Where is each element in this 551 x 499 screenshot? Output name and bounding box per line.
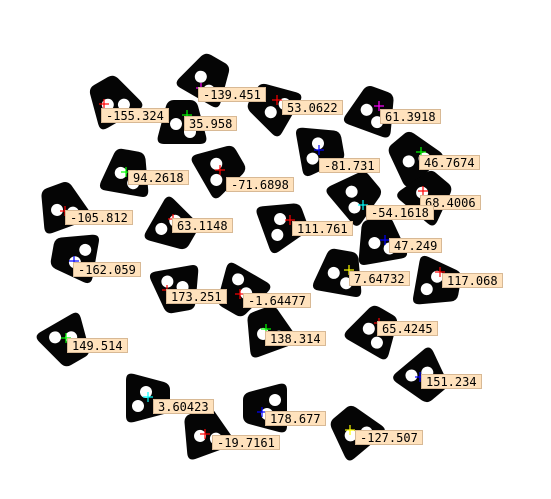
detected-part [41, 182, 92, 234]
angle-label: 117.068 [442, 273, 503, 288]
angle-label: 3.60423 [153, 399, 214, 414]
detected-part [413, 255, 462, 305]
angle-label: -1.64477 [243, 293, 311, 308]
center-crosshair-icon [143, 392, 153, 402]
part-hole [117, 98, 130, 111]
center-crosshair-icon [435, 267, 445, 277]
center-crosshair-icon [380, 235, 390, 245]
center-crosshair-icon [345, 425, 355, 435]
angle-label: 138.314 [265, 331, 326, 346]
angle-label: 65.4245 [377, 321, 438, 336]
angle-label: -155.324 [101, 108, 169, 123]
part-hole [306, 152, 319, 165]
center-markers-layer [60, 83, 445, 439]
center-crosshair-icon [285, 215, 295, 225]
part-hole [170, 118, 182, 130]
part-hole [51, 203, 64, 216]
angle-label: 35.958 [184, 116, 238, 131]
angle-label: -71.6898 [226, 177, 294, 192]
part-hole [402, 155, 415, 168]
detected-part [191, 145, 246, 199]
part-hole [327, 266, 340, 279]
angle-label: -127.507 [355, 430, 423, 445]
part-hole [194, 70, 207, 83]
angle-label: -81.731 [319, 158, 380, 173]
center-crosshair-icon [99, 99, 109, 109]
detected-part [344, 305, 398, 360]
angle-label: 47.249 [389, 238, 443, 253]
angle-label: -105.812 [65, 210, 133, 225]
center-crosshair-icon [314, 145, 324, 155]
part-body [388, 131, 443, 187]
part-hole [101, 98, 114, 111]
part-hole [274, 213, 287, 226]
part-hole [210, 157, 223, 170]
part-hole [114, 166, 127, 179]
angle-label: -162.059 [73, 262, 141, 277]
angle-label: 94.2618 [128, 170, 189, 185]
detected-part [256, 203, 308, 254]
part-hole [161, 275, 174, 288]
angle-label: 53.0622 [282, 100, 343, 115]
angle-label: 68.4006 [420, 195, 481, 210]
part-hole [269, 394, 281, 406]
part-hole [348, 201, 361, 214]
part-hole [194, 429, 207, 442]
part-hole [264, 106, 277, 119]
angle-label: 63.1148 [172, 218, 233, 233]
part-hole [79, 243, 92, 256]
angle-label: 46.7674 [419, 155, 480, 170]
angle-label: 61.3918 [380, 109, 441, 124]
center-crosshair-icon [374, 101, 384, 111]
part-hole [232, 273, 245, 286]
angle-label: 173.251 [166, 289, 227, 304]
part-hole [420, 283, 433, 296]
part-body [41, 182, 92, 234]
part-hole [345, 185, 358, 198]
part-hole [405, 369, 418, 382]
part-hole [368, 237, 381, 250]
center-crosshair-icon [418, 186, 428, 196]
angle-label: -54.1618 [366, 205, 434, 220]
part-hole [362, 322, 375, 335]
part-hole [155, 222, 168, 235]
center-crosshair-icon [215, 165, 225, 175]
angle-label: -19.7161 [212, 435, 280, 450]
angle-label: 111.761 [292, 221, 353, 236]
angle-label: 149.514 [67, 338, 128, 353]
part-hole [271, 228, 284, 241]
part-hole [49, 331, 62, 344]
part-hole [132, 400, 144, 412]
part-hole [370, 336, 383, 349]
angle-label: 178.677 [265, 411, 326, 426]
center-crosshair-icon [272, 95, 282, 105]
angle-label: -139.451 [198, 87, 266, 102]
angle-label: 151.234 [421, 374, 482, 389]
part-body [191, 145, 246, 199]
part-hole [311, 137, 324, 150]
part-hole [344, 429, 357, 442]
part-hole [140, 386, 152, 398]
center-crosshair-icon [200, 429, 210, 439]
part-body [256, 203, 308, 254]
angle-label: 7.64732 [349, 271, 410, 286]
part-hole [210, 173, 223, 186]
part-hole [360, 103, 373, 116]
